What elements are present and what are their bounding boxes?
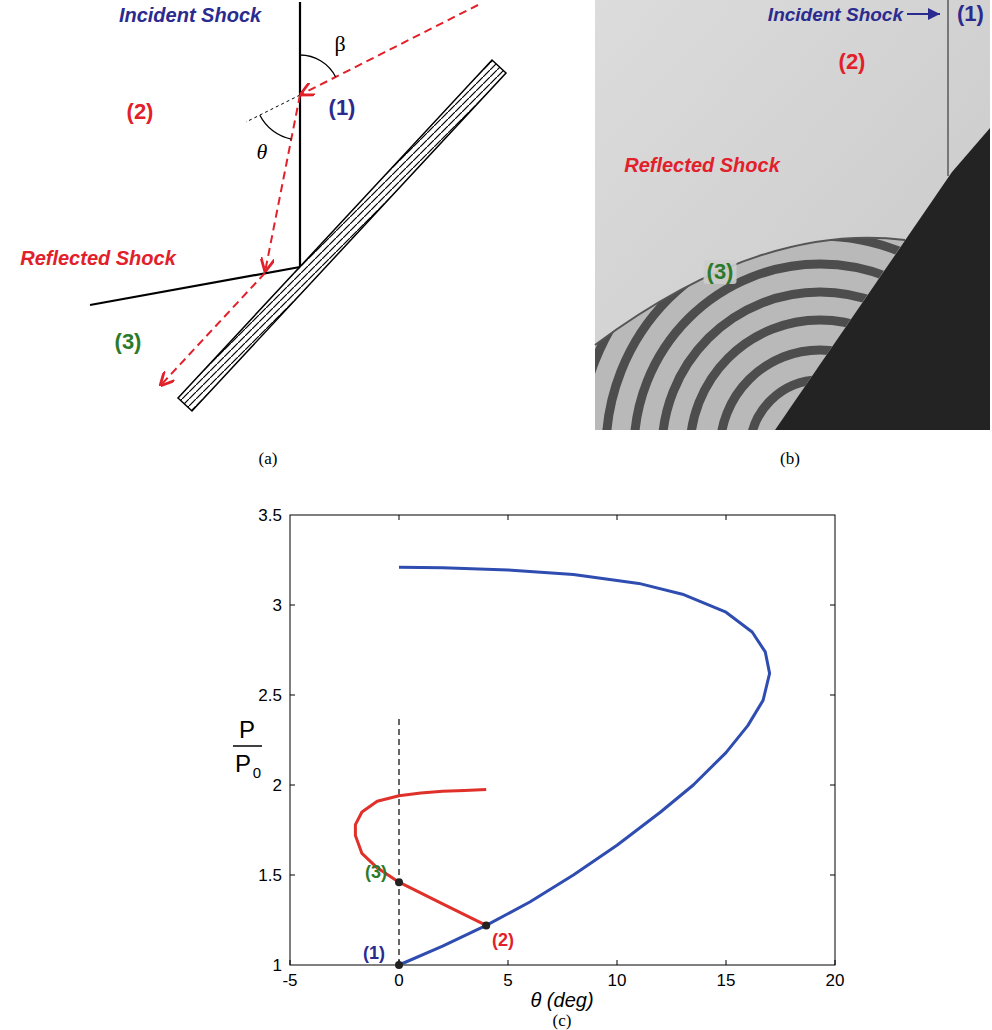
panel-letter: (a) bbox=[259, 450, 278, 467]
axes-box bbox=[290, 515, 835, 965]
tick-label: 3.5 bbox=[258, 507, 282, 524]
tick-label: 1 bbox=[273, 957, 282, 974]
tick-label: 20 bbox=[826, 972, 845, 989]
angle-symbol: β bbox=[334, 33, 345, 55]
point-label: (3) bbox=[365, 863, 387, 881]
wedge bbox=[775, 128, 990, 430]
shock-label: Reflected Shock bbox=[20, 248, 176, 268]
region-number: (2) bbox=[839, 51, 866, 73]
shock-label: Incident Shock bbox=[119, 5, 261, 25]
panel-letter: (c) bbox=[553, 1012, 572, 1029]
angle-arc bbox=[300, 55, 336, 77]
theta-zero-line bbox=[398, 718, 399, 965]
panel-letter: (b) bbox=[780, 450, 800, 467]
tick-label: 2 bbox=[273, 777, 282, 794]
flow-extension bbox=[246, 95, 300, 122]
schematic bbox=[90, 2, 506, 411]
tick-label: 15 bbox=[717, 972, 736, 989]
axis-label: θ (deg) bbox=[530, 990, 593, 1010]
state-dot bbox=[395, 961, 403, 969]
reflected-polar bbox=[355, 790, 486, 926]
tick-label: 3 bbox=[273, 597, 282, 614]
axis-label: P bbox=[239, 718, 255, 742]
tick-label: 10 bbox=[608, 972, 627, 989]
angle-arc bbox=[260, 115, 291, 139]
point-label: (1) bbox=[363, 944, 385, 962]
angle-symbol: θ bbox=[257, 141, 268, 163]
reflected-shock-line bbox=[90, 267, 300, 305]
axis-subscript: 0 bbox=[253, 765, 261, 780]
incident-shock-line bbox=[299, 2, 301, 267]
state-dot bbox=[395, 878, 403, 886]
region-number: (1) bbox=[329, 97, 356, 119]
tick-label: 5 bbox=[503, 972, 512, 989]
wall bbox=[178, 60, 506, 411]
incident-polar bbox=[399, 567, 770, 965]
fraction-bar bbox=[233, 745, 262, 747]
tick-label: 2.5 bbox=[258, 687, 282, 704]
shock-label: Reflected Shock bbox=[624, 155, 780, 175]
streamline bbox=[265, 95, 300, 272]
region-number: (3) bbox=[115, 331, 142, 353]
shock-polar-plot bbox=[233, 515, 835, 969]
streamline bbox=[300, 5, 478, 95]
tick-label: 0 bbox=[394, 972, 403, 989]
region-number: (2) bbox=[127, 101, 154, 123]
region-number: (1) bbox=[957, 3, 984, 25]
pointer-arrow bbox=[907, 13, 940, 15]
tick-label: -5 bbox=[282, 972, 297, 989]
axis-label: P bbox=[235, 752, 251, 776]
state-dot bbox=[482, 921, 490, 929]
incident-shock-front bbox=[947, 0, 949, 176]
polars bbox=[355, 567, 769, 965]
streamline bbox=[160, 273, 265, 386]
shock-label: Incident Shock bbox=[768, 5, 903, 24]
region-number: (3) bbox=[704, 260, 737, 284]
tick-label: 1.5 bbox=[258, 867, 282, 884]
point-label: (2) bbox=[492, 931, 514, 949]
ticks bbox=[290, 515, 835, 965]
